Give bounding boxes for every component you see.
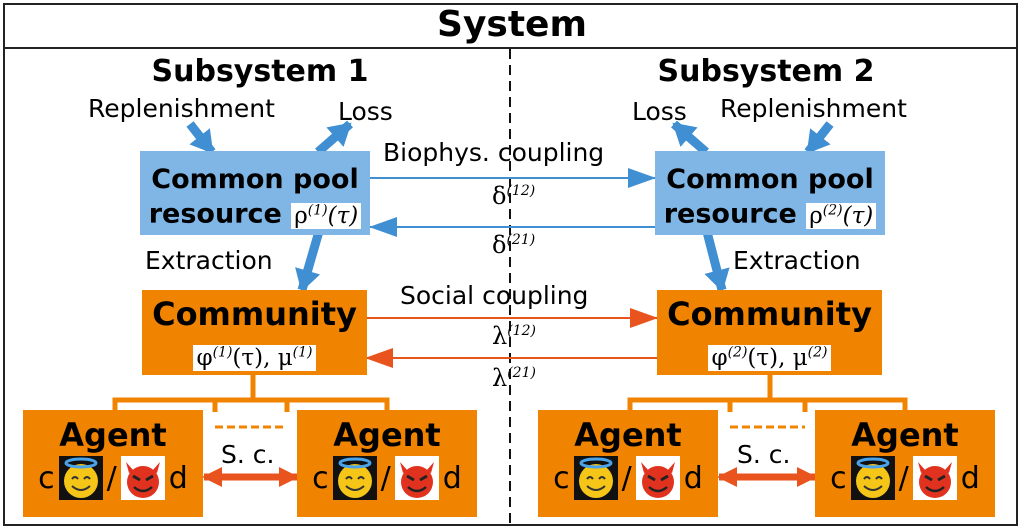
community-2: Community φ(2)(τ), μ(2) bbox=[657, 290, 882, 375]
agent-title: Agent bbox=[333, 416, 441, 454]
community-variables: φ(2)(τ), μ(2) bbox=[708, 344, 831, 371]
loss-arrow-2 bbox=[671, 120, 709, 156]
slash: / bbox=[621, 460, 632, 496]
cpr-title: Common pool bbox=[151, 164, 359, 195]
social-coupling-label: Social coupling bbox=[400, 281, 589, 310]
angel-face-icon bbox=[58, 456, 103, 500]
cpr-title: resource bbox=[663, 198, 797, 230]
biophys-coupling-label: Biophys. coupling bbox=[383, 138, 605, 167]
extraction-arrow-2 bbox=[701, 226, 730, 292]
angel-face-icon bbox=[573, 456, 618, 500]
delta-21: δ(21) bbox=[492, 231, 536, 259]
replenishment-label-2: Replenishment bbox=[720, 94, 907, 123]
subsystem-1-title: Subsystem 1 bbox=[151, 54, 369, 89]
defect-label: d bbox=[442, 460, 462, 496]
angel-face-icon bbox=[850, 456, 895, 500]
community-title: Community bbox=[667, 295, 872, 333]
slash: / bbox=[898, 460, 909, 496]
cpr-title: Common pool bbox=[666, 164, 874, 195]
agent-title: Agent bbox=[851, 416, 959, 454]
agent-title: Agent bbox=[574, 416, 682, 454]
community-1: Community φ(1)(τ), μ(1) bbox=[142, 290, 367, 375]
replenishment-arrow-2 bbox=[804, 121, 834, 155]
defect-label: d bbox=[168, 460, 188, 496]
cooperate-label: c bbox=[830, 460, 847, 496]
sc-label-2: S. c. bbox=[737, 440, 791, 469]
community-tree-1 bbox=[112, 375, 390, 429]
replenishment-label-1: Replenishment bbox=[88, 94, 275, 123]
cooperate-label: c bbox=[38, 460, 55, 496]
extraction-label-2: Extraction bbox=[733, 246, 861, 275]
cooperate-label: c bbox=[312, 460, 329, 496]
community-tree-2 bbox=[627, 375, 908, 429]
devil-face-icon bbox=[635, 456, 680, 500]
community-title: Community bbox=[152, 295, 357, 333]
system-title: System bbox=[437, 4, 587, 45]
sc-label-1: S. c. bbox=[221, 440, 275, 469]
extraction-arrow-1 bbox=[295, 226, 325, 292]
divider bbox=[3, 47, 1018, 49]
community-variables: φ(1)(τ), μ(1) bbox=[193, 344, 316, 371]
cooperate-label: c bbox=[553, 460, 570, 496]
cpr-title: resource bbox=[148, 198, 282, 230]
defect-label: d bbox=[960, 460, 980, 496]
slash: / bbox=[380, 460, 391, 496]
agent-title: Agent bbox=[59, 416, 167, 454]
system-frame bbox=[3, 3, 1018, 526]
agent: Agent c / d bbox=[815, 410, 995, 517]
loss-arrow-1 bbox=[315, 120, 353, 156]
lambda-21: λ(21) bbox=[492, 364, 536, 392]
defect-label: d bbox=[683, 460, 703, 496]
loss-label-1: Loss bbox=[338, 97, 393, 126]
devil-face-icon bbox=[394, 456, 439, 500]
devil-face-icon bbox=[912, 456, 957, 500]
cpr-variable: ρ(2)(τ) bbox=[806, 202, 877, 229]
extraction-label-1: Extraction bbox=[145, 246, 273, 275]
angel-face-icon bbox=[332, 456, 377, 500]
slash: / bbox=[106, 460, 117, 496]
devil-face-icon bbox=[120, 456, 165, 500]
cpr-variable: ρ(1)(τ) bbox=[291, 202, 362, 229]
delta-12: δ(12) bbox=[492, 182, 536, 210]
lambda-12: λ(12) bbox=[492, 322, 536, 350]
agent: Agent c / d bbox=[538, 410, 718, 517]
common-pool-resource-2: Common pool resource ρ(2)(τ) bbox=[655, 151, 885, 235]
agent: Agent c / d bbox=[297, 410, 477, 517]
subsystem-2-title: Subsystem 2 bbox=[657, 54, 875, 89]
loss-label-2: Loss bbox=[632, 97, 687, 126]
replenishment-arrow-1 bbox=[186, 121, 216, 155]
agent: Agent c / d bbox=[23, 410, 203, 517]
common-pool-resource-1: Common pool resource ρ(1)(τ) bbox=[140, 151, 370, 235]
